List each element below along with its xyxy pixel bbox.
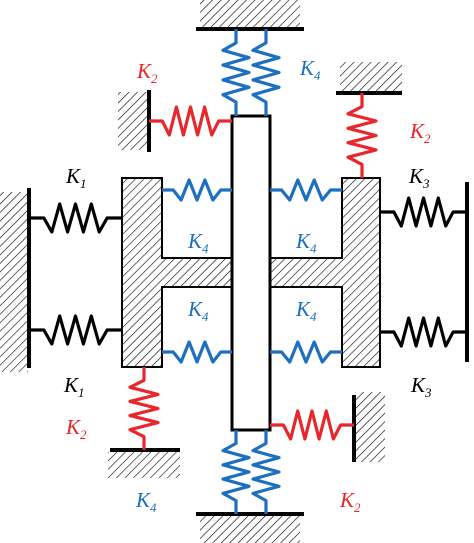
label-k4-lower-right: K4 bbox=[295, 297, 317, 324]
spring-k2-bottom-left bbox=[128, 367, 160, 450]
spring-k3-bottom bbox=[380, 316, 467, 348]
spring-k4-top-left bbox=[221, 29, 251, 116]
left-mass bbox=[121, 177, 233, 368]
spring-k3-top bbox=[380, 196, 467, 228]
central-bar bbox=[230, 114, 272, 432]
ground-top bbox=[196, 0, 304, 31]
spring-k1-top bbox=[29, 202, 122, 234]
spring-k4-top-right bbox=[251, 29, 281, 116]
label-k4-lower-left: K4 bbox=[187, 297, 209, 324]
label-k2-top-left: K2 bbox=[136, 59, 158, 86]
label-k4-upper-right: K4 bbox=[295, 229, 317, 256]
spring-k4-lower-right bbox=[270, 340, 342, 364]
label-k1-bottom: K1 bbox=[63, 373, 85, 400]
spring-k1-bottom bbox=[29, 314, 122, 346]
spring-k2-top-right bbox=[346, 93, 378, 178]
label-k1-top: K1 bbox=[65, 164, 87, 191]
spring-k4-upper-right bbox=[270, 178, 342, 202]
label-k2-top-right: K2 bbox=[409, 119, 431, 146]
label-k4-top: K4 bbox=[299, 56, 321, 83]
ground-bottom bbox=[196, 512, 304, 543]
spring-k4-lower-left bbox=[162, 340, 232, 364]
label-k4-bottom: K4 bbox=[135, 488, 157, 515]
ground-bottom-left bbox=[108, 448, 180, 478]
spring-k2-top-left bbox=[149, 105, 232, 137]
label-k3-bottom: K3 bbox=[410, 373, 432, 400]
label-k2-bottom-right: K2 bbox=[339, 488, 361, 515]
ground-top-right bbox=[336, 62, 402, 95]
label-k4-upper-left: K4 bbox=[187, 229, 209, 256]
ground-bottom-right bbox=[352, 392, 385, 462]
right-mass bbox=[269, 177, 381, 368]
label-k3-top: K3 bbox=[408, 164, 430, 191]
spring-k4-upper-left bbox=[162, 178, 232, 202]
spring-k4-bottom-left bbox=[221, 430, 251, 514]
spring-k4-bottom-right bbox=[251, 430, 281, 514]
spring-k2-bottom-right bbox=[270, 409, 354, 441]
ground-left bbox=[0, 188, 31, 372]
label-k2-bottom-left: K2 bbox=[65, 415, 87, 442]
ground-top-left bbox=[118, 90, 151, 152]
